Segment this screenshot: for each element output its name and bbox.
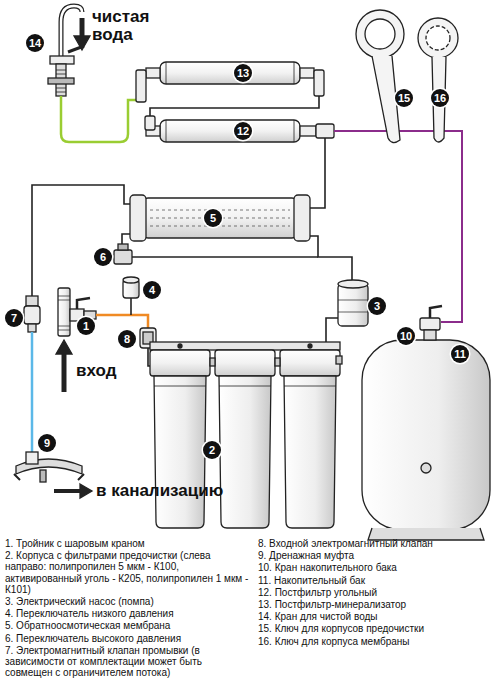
inlet-tee	[58, 288, 96, 336]
legend-note: 13. Постфильтр-минерализатор	[258, 599, 494, 610]
high-pressure-switch	[114, 244, 132, 264]
callout-number: 16	[431, 89, 449, 107]
postfilter-mineralizer	[136, 62, 324, 102]
flow-arrow	[54, 489, 82, 493]
callout-number: 6	[94, 248, 112, 266]
flow-arrow	[62, 352, 67, 392]
tube	[310, 138, 325, 208]
legend-note: 2. Корпуса с фильтрами предочистки (слев…	[5, 550, 249, 595]
flow-label: вход	[76, 362, 116, 380]
callout-number: 7	[5, 309, 23, 327]
tube	[132, 256, 318, 258]
legend-note: 6. Переключатель высокого давления	[5, 633, 249, 644]
legend-note: 10. Кран накопительного бака	[258, 562, 494, 573]
flow-arrow	[80, 18, 85, 38]
tube	[61, 96, 140, 142]
legend-note: 16. Ключ для корпуса мембраны	[258, 636, 494, 647]
low-pressure-switch	[123, 277, 139, 315]
housing-wrench	[356, 10, 404, 143]
legend-note: 14. Кран для чистой воды	[258, 611, 494, 622]
callout-number: 2	[203, 441, 221, 459]
tee	[316, 124, 334, 138]
tube	[32, 185, 130, 296]
callout-number: 14	[26, 34, 44, 52]
legend-note: 4. Переключатель низкого давления	[5, 608, 249, 619]
tube	[310, 236, 352, 284]
storage-tank	[362, 306, 490, 540]
flow-arrowhead	[80, 484, 92, 498]
flow-label: чистая вода	[92, 8, 162, 44]
legend-note: 11. Накопительный бак	[258, 575, 494, 586]
legend-note: 7. Электромагнитный клапан промывки (в з…	[5, 645, 249, 679]
flush-valve	[24, 296, 40, 332]
flow-arrowhead	[56, 340, 72, 354]
callout-number: 15	[395, 89, 413, 107]
legend-note: 3. Электрический насос (помпа)	[5, 596, 249, 607]
callout-number: 10	[397, 327, 415, 345]
callout-number: 9	[38, 434, 56, 452]
callout-number: 5	[204, 209, 222, 227]
callout-number: 8	[118, 330, 136, 348]
flow-label: в канализацию	[96, 482, 223, 500]
membrane-wrench	[418, 18, 458, 142]
drain-saddle	[14, 452, 84, 482]
callout-number: 3	[368, 297, 386, 315]
ro-membrane	[130, 195, 310, 241]
callout-number: 12	[234, 122, 252, 140]
faucet	[48, 6, 84, 96]
tube	[150, 96, 319, 120]
legend-note: 8. Входной электромагнитный клапан	[258, 538, 494, 549]
prefilter-housings	[150, 342, 342, 528]
legend-note: 12. Постфильтр угольный	[258, 587, 494, 598]
postfilter-carbon	[145, 116, 334, 142]
legend-note: 9. Дренажная муфта	[258, 550, 494, 561]
legend-note: 1. Тройник с шаровым краном	[5, 538, 249, 549]
flow-arrowhead	[74, 36, 90, 50]
callout-number: 11	[451, 345, 469, 363]
legend-note: 5. Обратноосмотическая мембрана	[5, 620, 249, 631]
pump	[338, 280, 368, 326]
callout-number: 4	[143, 281, 161, 299]
tube	[31, 332, 34, 452]
callout-number: 13	[234, 64, 252, 82]
callout-number: 1	[77, 317, 95, 335]
tube	[96, 315, 148, 328]
legend-note: 15. Ключ для корпусов предочистки	[258, 623, 494, 634]
